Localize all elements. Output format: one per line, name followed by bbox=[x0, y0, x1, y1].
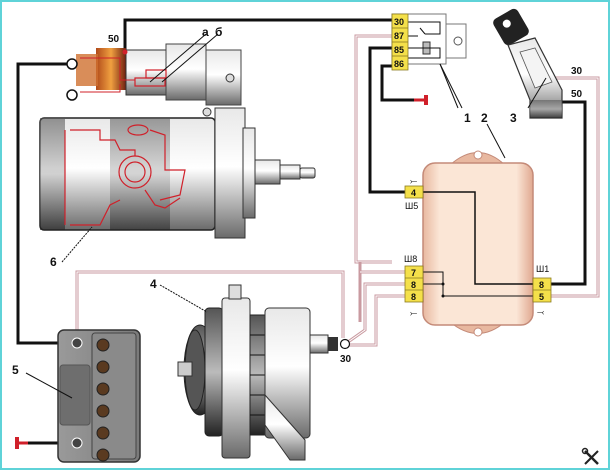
sh1-pin-5: 5 bbox=[539, 292, 544, 302]
relay: 30 87 85 86 bbox=[391, 13, 467, 109]
starter-terminal-lower bbox=[66, 89, 78, 101]
callout-3-ignition-switch: 3 bbox=[510, 111, 517, 125]
callout-5-battery: 5 bbox=[12, 363, 19, 377]
battery-positive-terminal bbox=[71, 337, 83, 349]
relay-pin-87: 87 bbox=[394, 31, 404, 41]
sh1-connector-mark: ⤙ bbox=[537, 307, 544, 317]
sh8-pin-7: 7 bbox=[411, 268, 416, 278]
sh5-pin-4: 4 bbox=[411, 188, 416, 198]
wires bbox=[15, 18, 600, 449]
wire-relay-87 bbox=[354, 34, 392, 264]
ground-symbol-battery bbox=[15, 437, 19, 449]
switch-terminal-30: 30 bbox=[571, 66, 583, 77]
sh8-pin-8b: 8 bbox=[411, 292, 416, 302]
voltage-regulator bbox=[422, 150, 534, 337]
wrench-screwdriver-icon bbox=[581, 447, 599, 465]
sh1-pin-8: 8 bbox=[539, 280, 544, 290]
wire-switch-50-to-sh1-8 bbox=[545, 100, 587, 286]
starter-terminal-upper bbox=[66, 58, 78, 70]
generator-front-cover bbox=[221, 297, 251, 459]
battery-cell-caps bbox=[96, 338, 110, 462]
ignition-switch: 30 50 bbox=[493, 8, 583, 119]
sh1-label: Ш1 bbox=[536, 264, 549, 274]
battery bbox=[57, 329, 141, 463]
callout-4-generator: 4 bbox=[150, 277, 157, 291]
switch-terminal-50: 50 bbox=[571, 89, 583, 100]
callout-1-relay: 1 bbox=[464, 111, 471, 125]
generator: 30 bbox=[177, 284, 352, 461]
ground-symbol-relay bbox=[424, 95, 428, 105]
callouts: 1 2 3 4 5 6 а б 50 bbox=[12, 25, 547, 399]
sh8-label: Ш8 bbox=[404, 254, 417, 264]
callout-b: б bbox=[215, 25, 222, 39]
sh8-pin-8a: 8 bbox=[411, 280, 416, 290]
wire-relay-86-to-ground bbox=[380, 64, 424, 102]
regulator-body bbox=[422, 162, 534, 326]
generator-fan bbox=[204, 307, 224, 437]
sh5-label: Ш5 bbox=[405, 201, 418, 211]
sh8-connector-mark: ⤚ bbox=[410, 308, 417, 318]
wire-relay-85-to-sh5 bbox=[368, 46, 405, 194]
callout-2-regulator: 2 bbox=[481, 111, 488, 125]
relay-pin-85: 85 bbox=[394, 45, 404, 55]
starter-solenoid-copper bbox=[96, 48, 126, 90]
connector-sh1: Ш1 8 5 ⤙ bbox=[532, 264, 552, 317]
connector-sh5: 4 Ш5 ⤚ bbox=[404, 176, 424, 211]
wire-relay-87-inner bbox=[355, 35, 392, 263]
generator-terminal-30 bbox=[339, 338, 351, 350]
ignition-key bbox=[493, 8, 529, 46]
starter bbox=[39, 43, 316, 239]
wire-starter-50-to-relay-30 bbox=[123, 18, 392, 52]
wire-battery-plus-to-starter bbox=[16, 62, 77, 345]
connector-sh8: Ш8 7 8 8 ⤚ bbox=[404, 254, 424, 318]
relay-pin-86: 86 bbox=[394, 59, 404, 69]
callout-a: а bbox=[202, 25, 209, 39]
battery-negative-terminal bbox=[71, 437, 83, 449]
starter-terminal-50-label: 50 bbox=[108, 34, 120, 45]
relay-pin-30: 30 bbox=[394, 17, 404, 27]
callout-6-starter: 6 bbox=[50, 255, 57, 269]
sh5-connector-mark: ⤚ bbox=[410, 176, 417, 186]
generator-terminal-30-label: 30 bbox=[340, 354, 352, 365]
